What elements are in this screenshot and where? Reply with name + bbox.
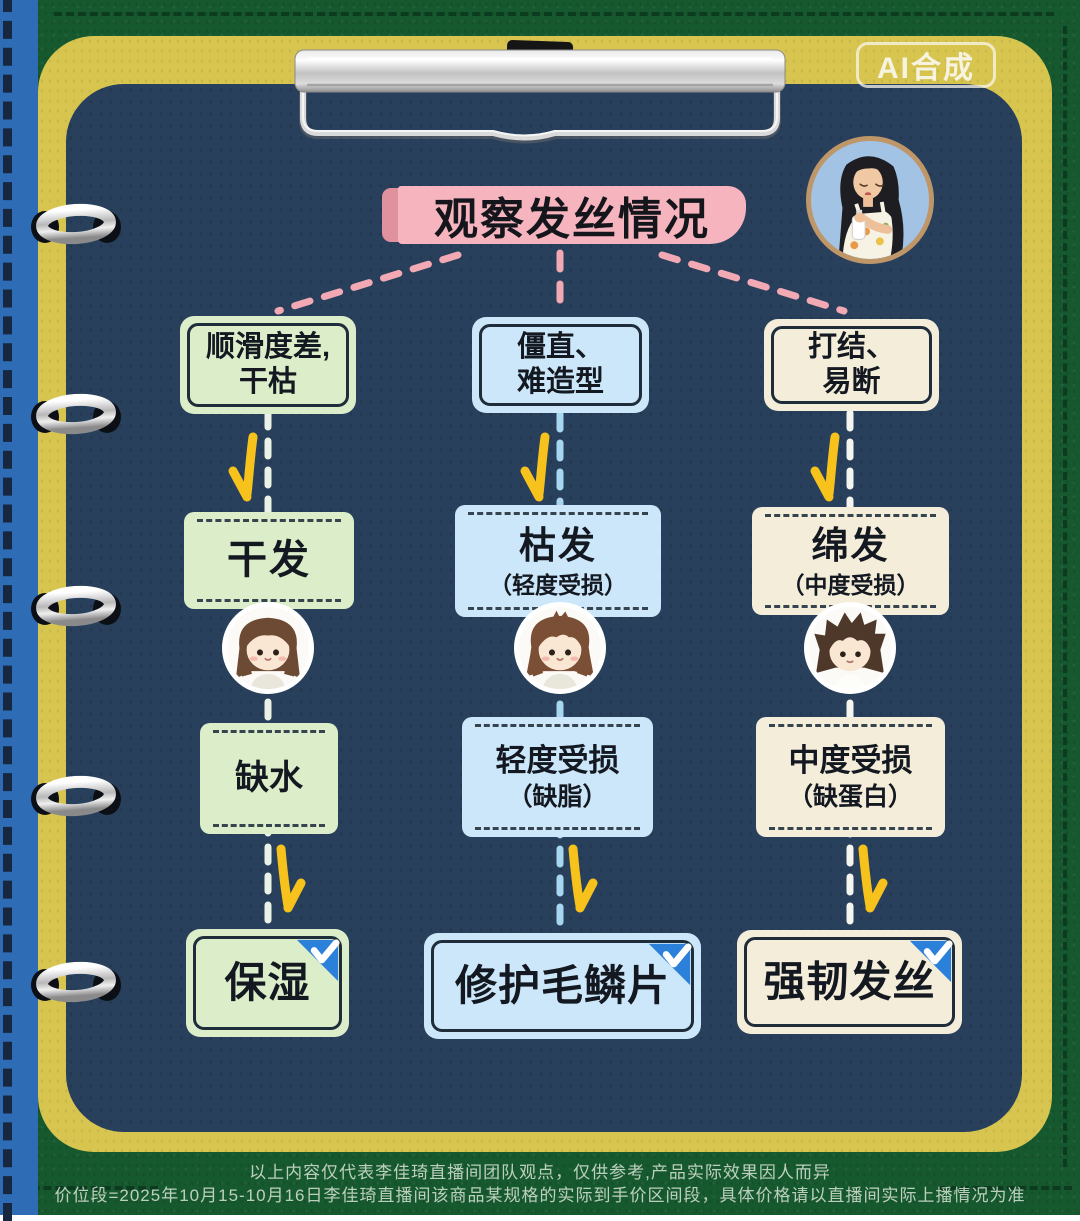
girl-frizzy-hair-avatar-icon bbox=[514, 602, 606, 694]
girl-smooth-hair-avatar-icon bbox=[222, 602, 314, 694]
cause-box-cotton: 中度受损 （缺蛋白） bbox=[756, 717, 945, 837]
symptom-box-cotton: 打结、 易断 bbox=[764, 319, 939, 411]
binder-ring-icon bbox=[28, 575, 124, 639]
down-arrow-icon bbox=[520, 466, 544, 502]
binder-ring-icon bbox=[28, 193, 124, 257]
ai-badge-label: AI合成 bbox=[877, 52, 975, 85]
banner-fold-edge bbox=[382, 188, 399, 242]
binder-ring-icon bbox=[28, 765, 124, 829]
binder-ring-icon bbox=[28, 951, 124, 1015]
down-arrow-icon bbox=[276, 844, 293, 911]
down-arrow-icon bbox=[242, 432, 258, 499]
check-badge-icon bbox=[909, 940, 953, 983]
down-arrow-icon bbox=[810, 466, 834, 502]
header-avatar bbox=[806, 136, 934, 264]
check-badge-icon bbox=[648, 943, 692, 986]
pink-branch-lines bbox=[274, 249, 848, 315]
solution-box-cotton: 强韧发丝 bbox=[737, 930, 962, 1034]
symptom-box-dry: 顺滑度差, 干枯 bbox=[180, 316, 356, 414]
title-banner: 观察发丝情况 bbox=[382, 186, 746, 244]
disclaimer-line-1: 以上内容仅代表李佳琦直播间团队观点，仅供参考,产品实际效果因人而异 bbox=[249, 1163, 831, 1182]
hairtype-box-dry: 干发 bbox=[184, 512, 354, 609]
page-title: 观察发丝情况 bbox=[434, 195, 710, 244]
binder-ring-icon bbox=[28, 383, 124, 447]
down-arrow-icon bbox=[858, 844, 875, 911]
ai-generated-badge: AI合成 bbox=[856, 42, 996, 88]
kid-tangled-hair-avatar-icon bbox=[804, 602, 896, 694]
stitch-line-right bbox=[1063, 26, 1067, 1167]
down-arrow-icon bbox=[534, 432, 550, 499]
cause-box-withered: 轻度受损 （缺脂） bbox=[462, 717, 653, 837]
down-arrow-icon bbox=[575, 878, 598, 913]
down-arrow-icon bbox=[283, 878, 306, 913]
stitch-line-top bbox=[54, 12, 1054, 16]
down-arrow-icon bbox=[824, 432, 840, 499]
stitch-line-bottom-right bbox=[938, 1186, 1072, 1190]
down-arrow-icon bbox=[568, 844, 585, 911]
solution-box-dry: 保湿 bbox=[186, 929, 349, 1037]
disclaimer-line-2: 价位段=2025年10月15-10月16日李佳琦直播间该商品某规格的实际到手价区… bbox=[54, 1186, 1026, 1205]
symptom-box-withered: 僵直、 难造型 bbox=[472, 317, 649, 413]
cause-box-dry: 缺水 bbox=[200, 723, 338, 834]
down-arrow-icon bbox=[228, 466, 252, 502]
down-arrow-icon bbox=[865, 878, 888, 913]
solution-box-withered: 修护毛鳞片 bbox=[424, 933, 701, 1039]
check-badge-icon bbox=[296, 939, 340, 982]
stitch-line-bottom-left bbox=[8, 1186, 158, 1190]
clipboard-clip-icon bbox=[294, 40, 786, 144]
